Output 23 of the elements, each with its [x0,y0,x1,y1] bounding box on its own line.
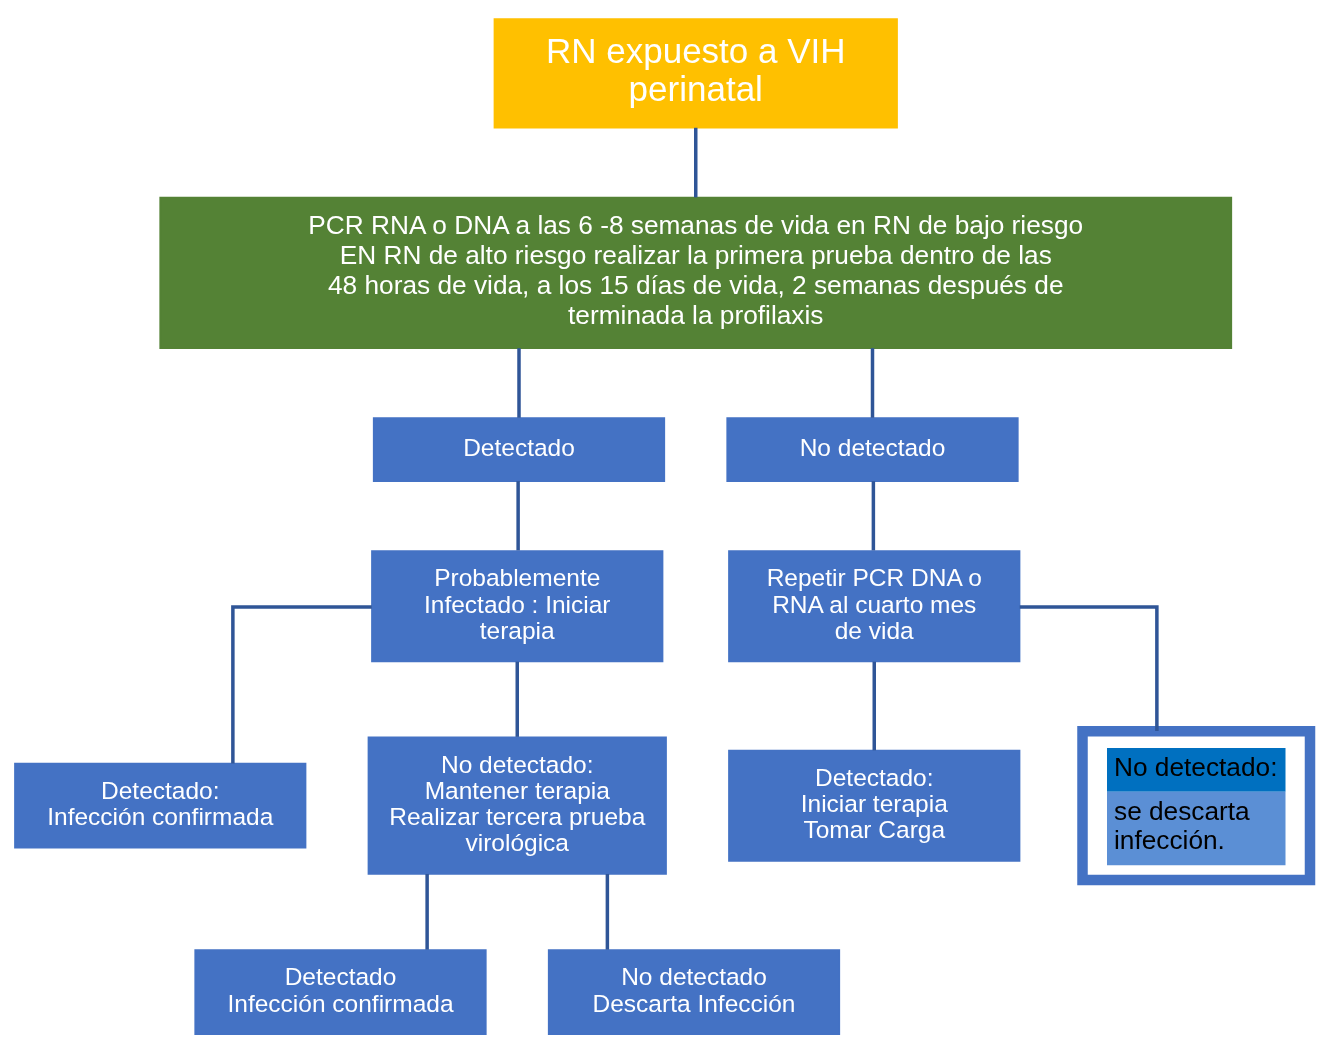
node-box: No detectado: se descarta infección. [1077,726,1316,886]
node-box: No detectado [726,417,1019,482]
node-box: Detectado: Infección confirmada [14,762,307,849]
node-box: Repetir PCR DNA o RNA al cuarto mes de vida [728,550,1021,663]
connector [515,661,519,737]
connector [517,348,521,418]
connector [871,481,876,551]
connector [872,661,876,751]
node-box: No detectado: Mantener terapia Realizar tercera prueba virológica [367,736,667,875]
node-box: Detectado: Iniciar terapia Tomar Carga [728,749,1021,862]
connector [1019,605,1159,732]
connector [425,873,429,950]
node-box: Detectado [372,417,666,482]
connector [231,605,372,764]
connector [605,873,610,950]
node-box: PCR RNA o DNA a las 6 -8 semanas de vida en RN de bajo riesgo EN RN de alto riesgo realizar la primera prueba dentro de las 48 horas de vida, a los 15 días de vida, 2 semanas después de terminada la profilaxis [159,196,1233,349]
node-box: No detectado Descarta Infección [547,949,841,1035]
node-box: Probablemente Infectado : Iniciar terapia [371,550,664,663]
connector [694,127,698,198]
node-box: RN expuesto a VIH perinatal [493,18,898,129]
node-box: Detectado Infección confirmada [194,949,487,1035]
connector [516,481,520,551]
connector [870,348,875,418]
